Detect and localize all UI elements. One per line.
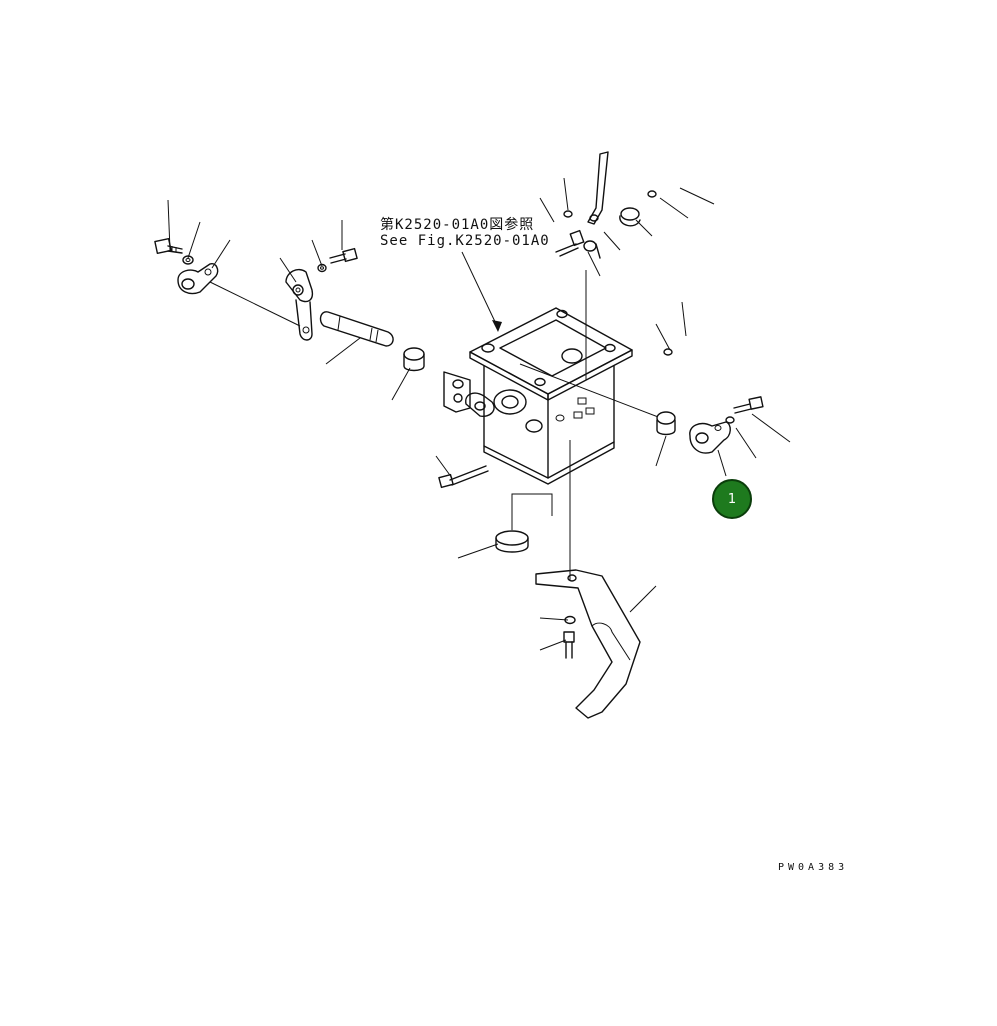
lever-upper-right — [587, 151, 609, 225]
bushing-left — [403, 347, 425, 372]
bolt-lower — [438, 465, 489, 489]
bolt-upper-left — [154, 237, 183, 255]
clamp-lever — [689, 421, 731, 454]
washer-right-mid — [663, 348, 673, 356]
bolt-lever — [329, 247, 358, 264]
bushing-upper — [619, 207, 641, 227]
bracket-left — [443, 371, 471, 413]
washer-upper — [563, 210, 573, 218]
rod-end — [177, 263, 219, 295]
plug-cap — [495, 530, 529, 553]
lever-arm-left — [285, 268, 314, 341]
reference-note-en: See Fig.K2520-01A0 — [380, 233, 550, 249]
link-plate — [465, 392, 495, 417]
bolt-bottom — [563, 631, 575, 659]
drawing-code: PW0A383 — [778, 862, 849, 873]
callout-1-label: 1 — [727, 491, 737, 507]
bushing-right — [656, 411, 676, 436]
washer-right — [725, 416, 735, 424]
pedal-bracket — [535, 569, 641, 719]
housing — [469, 307, 633, 485]
grease-fitting — [555, 229, 585, 257]
shaft — [319, 311, 394, 347]
pin-upper — [583, 240, 601, 259]
washer-lever — [317, 263, 327, 273]
washer-upper-left — [182, 255, 194, 265]
callout-1[interactable]: 1 — [712, 479, 752, 519]
bolt-right — [733, 396, 764, 414]
washer-lower — [564, 615, 576, 625]
reference-note-jp: 第K2520-01A0図参照 — [380, 217, 535, 233]
washer-right-top — [647, 190, 657, 198]
